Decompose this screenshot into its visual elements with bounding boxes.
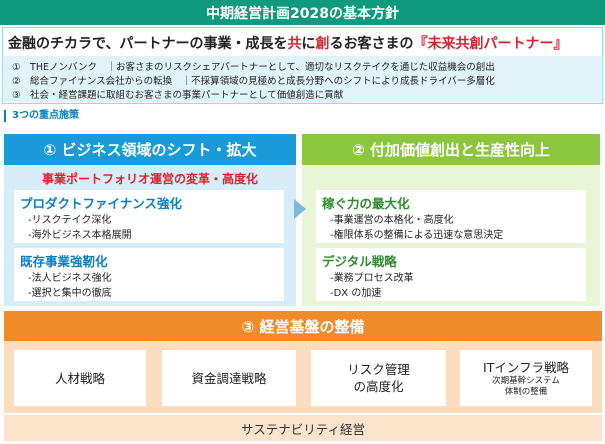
card-title: プロダクトファイナンス強化 [20, 196, 183, 211]
foundation-heading: ③ 経営基盤の整備 [4, 311, 602, 341]
policy-point-3: ③ 社会・経営課題に取組むお客さまの事業パートナーとして価値創造に貢献 [12, 90, 344, 101]
foundation-funding-strategy: 資金調達戦略 [162, 350, 296, 406]
card-existing-business: 既存事業強靭化 -法人ビジネス強化 -選択と集中の徹底 [14, 248, 284, 301]
plan-title-bar: 中期経営計画2028の基本方針 [0, 0, 605, 25]
card-digital-strategy: デジタル戦略 -業務プロセス改革 -DX の加速 [316, 248, 586, 301]
column-2-heading: ② 付加価値創出と生産性向上 [302, 134, 600, 165]
foundation-item-title: リスク管理 [347, 362, 410, 377]
card-earning-power: 稼ぐ力の最大化 -事業運営の本格化・高度化 -権限体系の整備による迅速な意思決定 [316, 190, 586, 243]
slogan-emphasis-1: 共 [287, 36, 302, 52]
slogan-part-1: 金融のチカラで、パートナーの事業・成長を [8, 36, 288, 52]
card-product-finance: プロダクトファイナンス強化 -リスクテイク深化 -海外ビジネス本格展開 [14, 190, 284, 243]
foundation-item-title: ITインフラ戦略 [483, 359, 569, 375]
slogan-emphasis-3: 『未来共創パートナー』 [413, 36, 568, 52]
card-item: -リスクテイク深化 [28, 215, 112, 226]
section-label: 3つの重点施策 [4, 110, 79, 122]
card-item: -DX の加速 [330, 288, 382, 299]
column-1-heading: ① ビジネス領域のシフト・拡大 [4, 134, 296, 165]
card-title: 稼ぐ力の最大化 [322, 196, 410, 211]
foundation-item-title: 人材戦略 [54, 370, 105, 386]
foundation-risk-management: リスク管理 の高度化 [311, 350, 446, 406]
policy-point-2: ② 総合ファイナンス会社からの転換 ｜不採算領域の見極めと成長分野へのシフトによ… [12, 76, 495, 87]
card-item: -権限体系の整備による迅速な意思決定 [330, 230, 504, 241]
slogan: 金融のチカラで、パートナーの事業・成長を共に創るお客さまの『未来共創パートナー』 [8, 33, 567, 53]
card-item: -選択と集中の徹底 [28, 288, 112, 299]
foundation-item-title: 資金調達戦略 [191, 370, 267, 386]
slogan-part-3: るお客さまの [329, 36, 414, 52]
card-item: -事業運営の本格化・高度化 [330, 215, 454, 226]
plan-title: 中期経営計画2028の基本方針 [206, 5, 399, 22]
slogan-emphasis-2: 創 [315, 36, 330, 52]
arrow-right-icon [294, 199, 306, 219]
sustainability-bar: サステナビリティ経営 [4, 415, 602, 441]
foundation-item-title-line2: の高度化 [353, 379, 404, 394]
card-item: -海外ビジネス本格展開 [28, 230, 132, 241]
foundation-item-note-line2: 体制の整備 [504, 386, 548, 397]
card-item: -法人ビジネス強化 [28, 273, 112, 284]
policy-frame [2, 27, 603, 104]
column-1-subheading: 事業ポートフォリオ運営の変革・高度化 [41, 172, 258, 186]
policy-points: ① THEノンバンク ｜お客さまのリスクシェアパートナーとして、適切なリスクテイ… [4, 56, 601, 102]
card-item: -業務プロセス改革 [330, 273, 414, 284]
foundation-item-note: 次期基幹システム [492, 375, 560, 386]
card-title: デジタル戦略 [322, 254, 397, 269]
foundation-it-infrastructure: ITインフラ戦略 次期基幹システム 体制の整備 [460, 350, 592, 406]
slogan-part-2: に [301, 36, 316, 52]
policy-point-1: ① THEノンバンク ｜お客さまのリスクシェアパートナーとして、適切なリスクテイ… [12, 62, 495, 73]
foundation-hr-strategy: 人材戦略 [14, 350, 146, 406]
card-title: 既存事業強靭化 [20, 254, 108, 269]
